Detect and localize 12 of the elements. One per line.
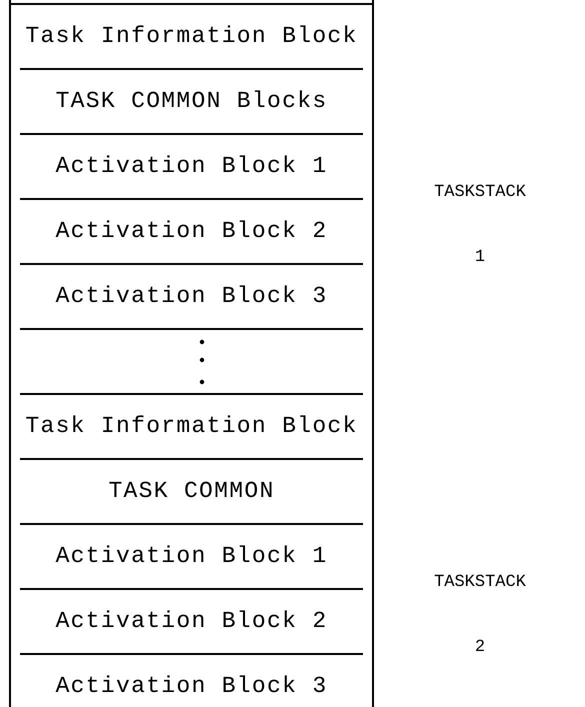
block-label: Task Information Block xyxy=(25,22,358,52)
block-label: TASK COMMON Blocks xyxy=(56,87,328,116)
block-label: Activation Block 2 xyxy=(56,607,328,636)
block-label: Activation Block 3 xyxy=(56,282,328,312)
stack-label: TASKSTACK 2 xyxy=(433,572,527,659)
block-label: Activation Block 2 xyxy=(56,217,328,246)
block-label: Activation Block 3 xyxy=(56,672,328,702)
block-label: Activation Block 1 xyxy=(56,542,328,572)
block-label: Task Information Block xyxy=(25,412,358,442)
stack-label: TASKSTACK 1 xyxy=(433,182,527,269)
block-label: TASK COMMON xyxy=(108,477,275,506)
block-label: Activation Block 1 xyxy=(56,152,328,182)
